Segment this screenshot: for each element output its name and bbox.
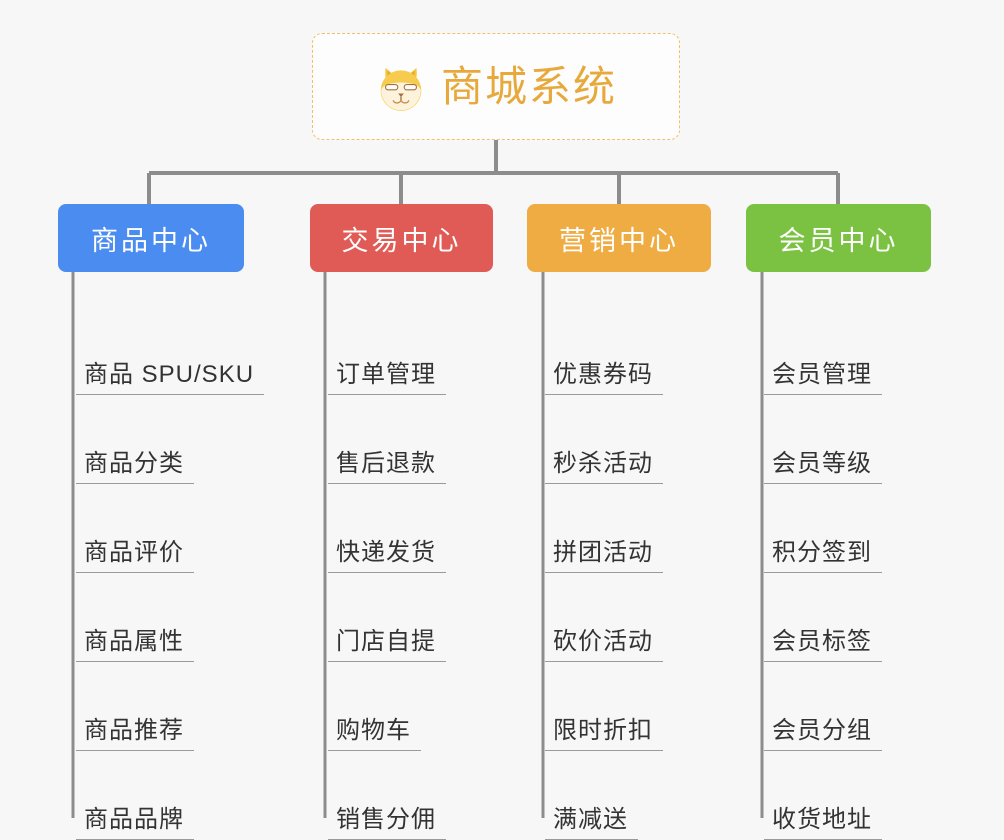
leaf-item[interactable]: 商品分类 [58,395,244,484]
leaf-item[interactable]: 商品推荐 [58,662,244,751]
leaf-item-label: 拼团活动 [545,540,663,573]
leaf-list-3: 优惠券码秒杀活动拼团活动砍价活动限时折扣满减送 [527,272,711,840]
category-box-4[interactable]: 会员中心 [746,204,931,272]
leaf-item-label: 秒杀活动 [545,451,663,484]
branch-column-3: 营销中心优惠券码秒杀活动拼团活动砍价活动限时折扣满减送 [527,204,711,840]
leaf-item[interactable]: 商品 SPU/SKU [58,306,265,395]
leaf-item[interactable]: 购物车 [310,662,493,751]
root-title: 商城系统 [440,62,617,110]
leaf-item-label: 会员分组 [764,718,882,751]
category-box-3[interactable]: 营销中心 [527,204,711,272]
leaf-item[interactable]: 门店自提 [310,573,493,662]
leaf-item[interactable]: 快递发货 [310,484,493,573]
leaf-item-label: 满减送 [545,807,638,840]
leaf-item[interactable]: 售后退款 [310,395,493,484]
leaf-item[interactable]: 限时折扣 [527,662,711,751]
leaf-list-4: 会员管理会员等级积分签到会员标签会员分组收货地址 [746,272,931,840]
category-label: 商品中心 [91,225,211,256]
leaf-item[interactable]: 会员标签 [746,573,931,662]
leaf-item[interactable]: 商品属性 [58,573,244,662]
category-label: 交易中心 [341,225,462,256]
leaf-item[interactable]: 会员等级 [746,395,931,484]
leaf-item-label: 销售分佣 [328,807,446,840]
leaf-item-label: 商品 SPU/SKU [76,362,265,395]
leaf-item[interactable]: 会员管理 [746,306,931,395]
leaf-item-label: 快递发货 [328,540,446,573]
leaf-item-label: 门店自提 [328,629,446,662]
shiba-dog-emoji [380,67,422,111]
leaf-item-label: 售后退款 [328,451,446,484]
leaf-item[interactable]: 商品品牌 [58,751,244,840]
leaf-item-label: 购物车 [328,718,421,751]
leaf-item-label: 商品推荐 [76,718,194,751]
category-box-1[interactable]: 商品中心 [58,204,244,272]
leaf-item-label: 商品属性 [76,629,194,662]
leaf-list-1: 商品 SPU/SKU 商品分类商品评价商品属性商品推荐商品品牌 [58,272,265,840]
leaf-item[interactable]: 积分签到 [746,484,931,573]
leaf-item[interactable]: 拼团活动 [527,484,711,573]
branch-column-4: 会员中心会员管理会员等级积分签到会员标签会员分组收货地址 [746,204,931,840]
branch-column-2: 交易中心订单管理售后退款快递发货门店自提购物车销售分佣 [310,204,493,840]
leaf-item-label: 商品分类 [76,451,194,484]
leaf-item-label: 商品品牌 [76,807,194,840]
leaf-item[interactable]: 商品评价 [58,484,244,573]
leaf-item[interactable]: 订单管理 [310,306,493,395]
leaf-item[interactable]: 砍价活动 [527,573,711,662]
leaf-item-label: 积分签到 [764,540,882,573]
root-node[interactable]: 商城系统 [312,33,680,140]
branch-column-1: 商品中心商品 SPU/SKU 商品分类商品评价商品属性商品推荐商品品牌 [58,204,265,840]
leaf-item-label: 会员管理 [764,362,882,395]
leaf-item-label: 订单管理 [328,362,446,395]
leaf-list-2: 订单管理售后退款快递发货门店自提购物车销售分佣 [310,272,493,840]
leaf-item[interactable]: 收货地址 [746,751,931,840]
leaf-item[interactable]: 满减送 [527,751,711,840]
leaf-item-label: 商品评价 [76,540,194,573]
leaf-item-label: 会员等级 [764,451,882,484]
leaf-item-label: 砍价活动 [545,629,663,662]
leaf-item[interactable]: 销售分佣 [310,751,493,840]
category-label: 会员中心 [778,225,899,256]
category-label: 营销中心 [559,225,679,256]
leaf-item[interactable]: 会员分组 [746,662,931,751]
leaf-item-label: 优惠券码 [545,362,663,395]
leaf-item-label: 会员标签 [764,629,882,662]
leaf-item-label: 收货地址 [764,807,882,840]
leaf-item[interactable]: 秒杀活动 [527,395,711,484]
leaf-item-label: 限时折扣 [545,718,663,751]
category-box-2[interactable]: 交易中心 [310,204,493,272]
leaf-item[interactable]: 优惠券码 [527,306,711,395]
